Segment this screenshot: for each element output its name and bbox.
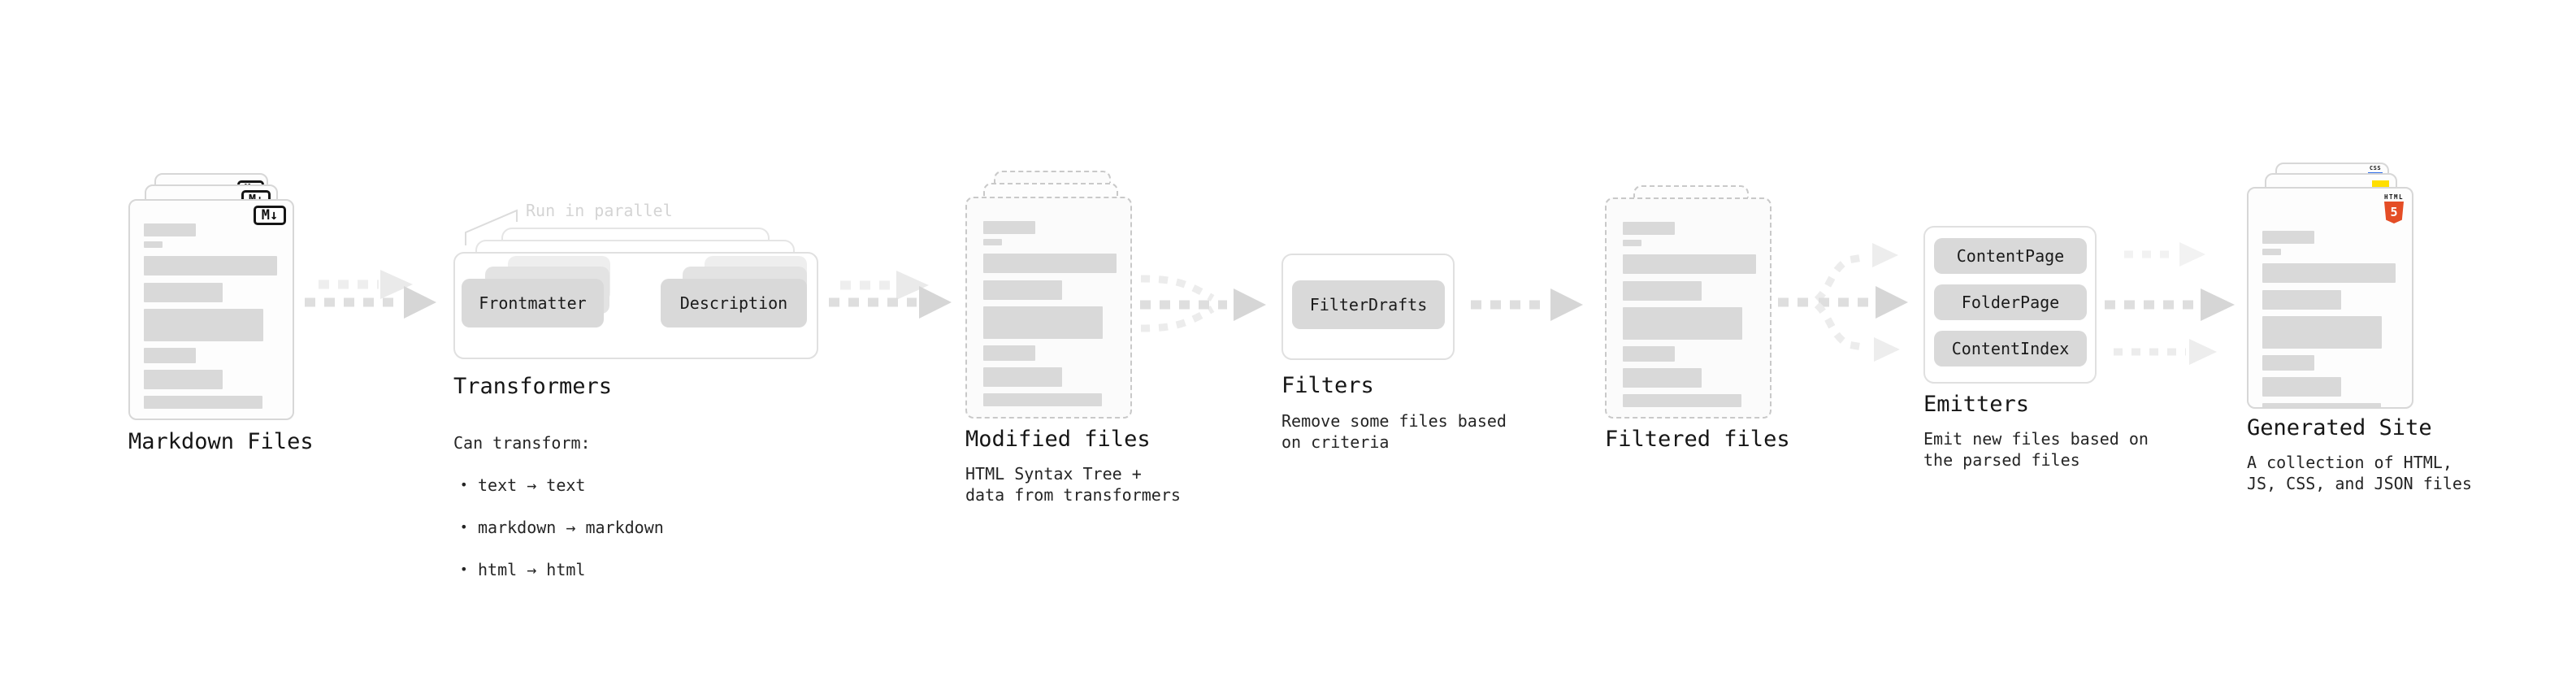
- skeleton-line: [1623, 254, 1756, 274]
- skeleton-line: [983, 367, 1062, 387]
- can-transform-label: Can transform:: [453, 433, 591, 453]
- generated-html-file-card: HTML 5: [2247, 187, 2413, 409]
- skeleton-line: [144, 348, 196, 363]
- bullet-icon: •: [460, 477, 468, 492]
- skeleton-line: [2262, 290, 2341, 310]
- frontmatter-node: Frontmatter: [462, 279, 604, 327]
- html5-icon: HTML 5: [2383, 193, 2405, 223]
- emitters-subtitle: Emit new files based on the parsed files: [1923, 429, 2149, 470]
- skeleton-line: [1623, 368, 1702, 388]
- file-content-skeleton: [983, 198, 1122, 417]
- skeleton-line: [1623, 394, 1741, 407]
- arrow-modified-to-filters: [1140, 275, 1266, 332]
- markdown-file-card-front: M↓: [128, 199, 294, 420]
- skeleton-line: [2262, 403, 2381, 407]
- bullet-text: markdown → markdown: [478, 518, 664, 537]
- arrow-filtered-to-emitters: [1778, 243, 1908, 362]
- filters-title: Filters: [1281, 373, 1374, 398]
- css-icon-label: CSS: [2369, 165, 2382, 171]
- html5-icon-shield: 5: [2384, 202, 2404, 223]
- file-content-skeleton: [2262, 210, 2404, 407]
- arrow-transformers-to-modified: [829, 271, 952, 319]
- skeleton-line: [983, 393, 1102, 406]
- transform-bullet: • markdown → markdown: [453, 517, 664, 538]
- skeleton-line: [1623, 307, 1742, 340]
- generated-site-subtitle: A collection of HTML, JS, CSS, and JSON …: [2247, 453, 2472, 493]
- bullet-text: html → html: [478, 560, 586, 579]
- filtered-file-card-front: [1605, 197, 1772, 419]
- transform-bullet: • html → html: [453, 559, 664, 580]
- description-node: Description: [661, 279, 807, 327]
- skeleton-line: [983, 239, 1002, 245]
- modified-files-subtitle: HTML Syntax Tree + data from transformer…: [965, 464, 1181, 505]
- bullet-icon: •: [460, 519, 468, 535]
- filterdrafts-node: FilterDrafts: [1292, 280, 1445, 329]
- skeleton-line: [983, 254, 1117, 273]
- skeleton-line: [983, 221, 1035, 234]
- js-icon: [2372, 180, 2389, 189]
- skeleton-line: [2262, 355, 2314, 371]
- skeleton-line: [2262, 249, 2281, 255]
- markdown-files-title: Markdown Files: [128, 429, 314, 454]
- skeleton-line: [983, 280, 1062, 300]
- skeleton-line: [144, 223, 196, 236]
- skeleton-line: [144, 283, 223, 302]
- arrow-emitters-to-generated: [2105, 242, 2235, 365]
- skeleton-line: [2262, 263, 2396, 283]
- arrow-markdown-to-transformers: [305, 270, 436, 319]
- markdown-icon: M↓: [254, 206, 286, 225]
- filtered-files-title: Filtered files: [1605, 427, 1790, 452]
- emitters-title: Emitters: [1923, 392, 2030, 417]
- skeleton-line: [983, 306, 1103, 339]
- html5-icon-label: HTML: [2383, 193, 2405, 201]
- modified-file-card-front: [965, 197, 1132, 419]
- skeleton-line: [144, 370, 223, 389]
- file-content-skeleton: [144, 201, 284, 419]
- skeleton-line: [2262, 231, 2314, 244]
- contentpage-node: ContentPage: [1934, 238, 2087, 274]
- skeleton-line: [144, 309, 263, 341]
- skeleton-line: [1623, 346, 1675, 362]
- skeleton-line: [144, 256, 277, 275]
- folderpage-node: FolderPage: [1934, 284, 2087, 320]
- skeleton-line: [2262, 377, 2341, 397]
- skeleton-line: [144, 241, 163, 248]
- contentindex-node: ContentIndex: [1934, 331, 2087, 367]
- skeleton-line: [2262, 316, 2382, 349]
- transform-bullet: • text → text: [453, 475, 664, 496]
- bullet-text: text → text: [478, 475, 586, 495]
- file-content-skeleton: [1623, 199, 1762, 417]
- bullet-icon: •: [460, 562, 468, 577]
- transformers-description: Can transform: • text → text • markdown …: [453, 411, 664, 601]
- arrow-filters-to-filtered: [1471, 288, 1583, 321]
- modified-files-title: Modified files: [965, 427, 1151, 452]
- transformers-title: Transformers: [453, 374, 613, 399]
- generated-site-title: Generated Site: [2247, 415, 2432, 440]
- skeleton-line: [1623, 281, 1702, 301]
- skeleton-line: [983, 345, 1035, 361]
- skeleton-line: [144, 396, 262, 409]
- skeleton-line: [1623, 240, 1641, 246]
- skeleton-line: [1623, 222, 1675, 235]
- run-in-parallel-annotation: Run in parallel: [526, 201, 673, 220]
- filters-subtitle: Remove some files based on criteria: [1281, 411, 1507, 452]
